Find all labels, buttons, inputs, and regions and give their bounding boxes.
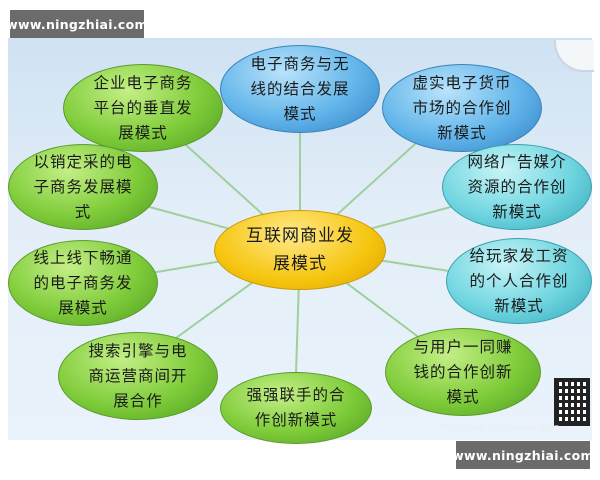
node-bottom-center: 强强联手的合 作创新模式 bbox=[220, 372, 372, 444]
node-center: 互联网商业发 展模式 bbox=[214, 210, 386, 290]
qr-code bbox=[554, 378, 590, 426]
watermark-bottom: www.ningzhiai.com bbox=[452, 441, 594, 469]
node-bottom-right: 与用户一同赚 钱的合作创新 模式 bbox=[385, 328, 541, 416]
node-top-left: 企业电子商务 平台的垂直发 展模式 bbox=[63, 64, 223, 152]
csdn-watermark: https://blog.csdn.net/wangmin... bbox=[440, 422, 567, 432]
watermark-top: www.ningzhiai.com bbox=[6, 10, 148, 38]
node-top-right: 虚实电子货币 市场的合作创 新模式 bbox=[382, 64, 542, 152]
node-left-upper: 以销定采的电 子商务发展模 式 bbox=[8, 144, 158, 230]
node-left-middle: 线上线下畅通 的电子商务发 展模式 bbox=[8, 240, 158, 326]
node-bottom-left: 搜索引擎与电 商运营商间开 展合作 bbox=[58, 332, 218, 420]
node-right-middle: 给玩家发工资 的个人合作创 新模式 bbox=[446, 238, 592, 324]
node-right-upper: 网络广告媒介 资源的合作创 新模式 bbox=[442, 144, 592, 230]
node-top-center: 电子商务与无 线的结合发展 模式 bbox=[220, 45, 380, 133]
